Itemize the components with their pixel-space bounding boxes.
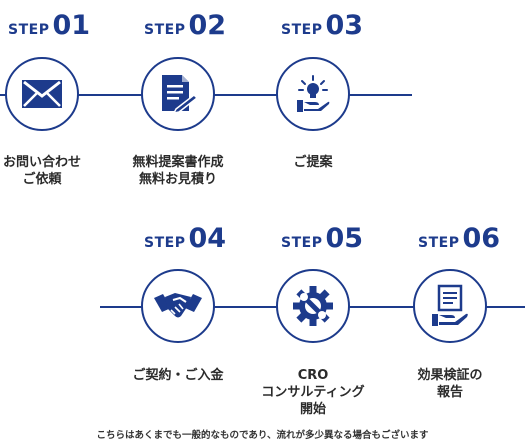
handshake-icon [154,293,202,318]
step-05-circle [276,269,350,343]
step-03-circle [276,57,350,131]
report-hand-icon [432,284,468,326]
step-06-circle [413,269,487,343]
gear-wrench-icon [293,286,333,326]
idea-hand-icon [297,75,330,112]
step-01-label: お問い合わせご依頼 [2,155,81,187]
footer-note: こちらはあくまでも一般的なものであり、流れが多少異なる場合もございます [96,430,429,441]
step-03-label: ご提案 [293,155,333,170]
envelope-icon [22,80,62,108]
step-06-label: 効果検証の報告 [417,368,483,400]
document-pen-icon [162,75,198,115]
step-02-label: 無料提案書作成無料お見積り [132,155,224,187]
step-01-circle [5,57,79,131]
step-04-circle [141,269,215,343]
step-02-circle [141,57,215,131]
step-04-label: ご契約・ご入金 [132,368,224,383]
